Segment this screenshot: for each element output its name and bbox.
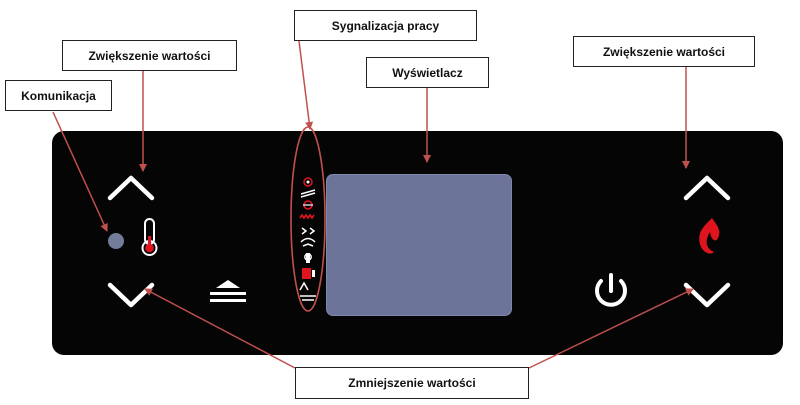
chevron-up-icon [683,175,731,201]
callout-zwiekszenie-left: Zwiększenie wartości [62,40,237,71]
left-increase-button[interactable] [107,175,155,201]
callout-komunikacja: Komunikacja [5,80,112,111]
power-button[interactable] [595,273,627,307]
flame-icon [699,218,720,254]
callout-arrows [52,40,694,369]
display-screen [326,174,512,316]
chevron-down-icon [683,282,731,308]
status-led-icon [108,233,124,249]
chevron-down-icon [107,282,155,308]
power-icon [595,279,627,307]
right-decrease-button[interactable] [683,282,731,308]
callout-zmniejszenie: Zmniejszenie wartości [295,367,529,399]
arrow-zmniejszenie-right [528,288,694,369]
eject-icon [210,280,246,302]
arrow-komunikacja [52,111,108,232]
chevron-up-icon [107,175,155,201]
callout-sygnalizacja-pracy: Sygnalizacja pracy [294,10,477,41]
thermometer-icon [141,218,158,256]
arrow-sygnalizacja [298,40,314,130]
left-decrease-button[interactable] [107,282,155,308]
callout-wyswietlacz: Wyświetlacz [366,57,489,88]
arrow-zmniejszenie-left [144,288,296,369]
right-increase-button[interactable] [683,175,731,201]
callout-zwiekszenie-right: Zwiększenie wartości [573,36,755,67]
status-indicator-icons [299,177,316,301]
